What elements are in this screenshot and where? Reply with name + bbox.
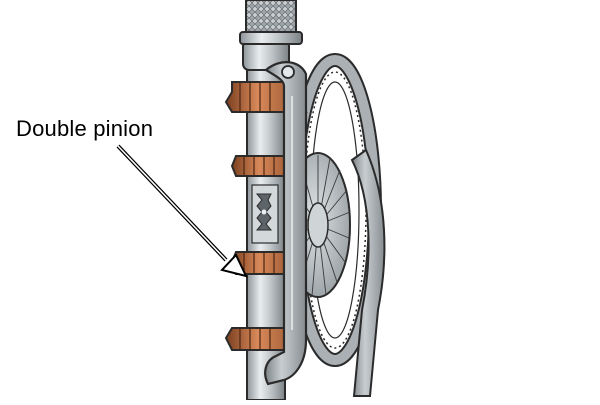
crank-arm	[350, 148, 386, 397]
callout-label: Double pinion	[16, 116, 154, 141]
callout-arrow	[116, 144, 248, 278]
frame	[264, 61, 308, 386]
knurled-chuck	[239, 0, 303, 45]
